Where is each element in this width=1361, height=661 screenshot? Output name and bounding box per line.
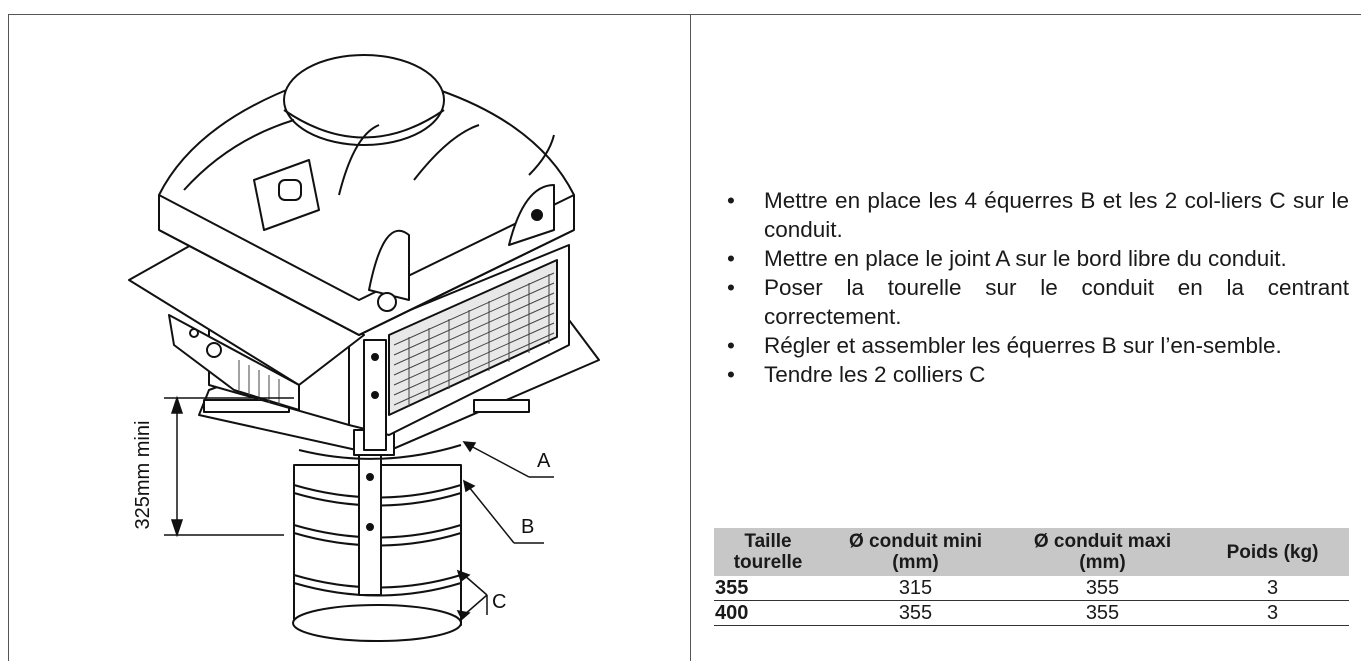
header-max-duct: Ø conduit maxi (mm)	[1009, 528, 1196, 576]
fan-installation-figure: 325mm mini A B C	[9, 15, 690, 661]
size-spec-table: Taille tourelle Ø conduit mini (mm) Ø co…	[714, 528, 1349, 626]
cell-weight: 3	[1196, 600, 1349, 626]
step-text: Poser la tourelle sur le conduit en la c…	[764, 275, 1349, 329]
bullet: •	[727, 275, 735, 300]
step-1: • Mettre en place les 4 équerres B et les…	[727, 186, 1349, 244]
header-weight: Poids (kg)	[1196, 528, 1349, 576]
callout-lines	[456, 441, 554, 621]
installation-steps: • Mettre en place les 4 équerres B et les…	[727, 186, 1349, 389]
motor-box	[128, 234, 365, 411]
cell-size: 400	[714, 600, 822, 626]
bullet: •	[727, 188, 735, 213]
step-2: • Mettre en place le joint A sur le bord …	[727, 244, 1349, 273]
document-frame	[8, 14, 1361, 661]
step-text: Mettre en place le joint A sur le bord l…	[764, 246, 1287, 271]
callout-b: B	[521, 516, 534, 538]
header-min-duct: Ø conduit mini (mm)	[822, 528, 1009, 576]
cell-max-duct: 355	[1009, 600, 1196, 626]
bullet: •	[727, 246, 735, 271]
cell-size: 355	[714, 576, 822, 601]
bullet: •	[727, 362, 735, 387]
header-size: Taille tourelle	[714, 528, 822, 576]
cell-min-duct: 315	[822, 576, 1009, 601]
duct	[292, 454, 462, 642]
step-text: Régler et assembler les équerres B sur l…	[764, 333, 1282, 358]
dome-hood	[158, 54, 575, 336]
roof-fan-drawing: 325mm mini A B C	[128, 54, 600, 642]
step-5: • Tendre les 2 colliers C	[727, 360, 1349, 389]
step-3: • Poser la tourelle sur le conduit en la …	[727, 273, 1349, 331]
cell-max-duct: 355	[1009, 576, 1196, 601]
table-row: 400 355 355 3	[714, 600, 1349, 626]
table-header-row: Taille tourelle Ø conduit mini (mm) Ø co…	[714, 528, 1349, 576]
height-dimension	[164, 395, 294, 538]
step-text: Mettre en place les 4 équerres B et les …	[764, 188, 1349, 242]
step-4: • Régler et assembler les équerres B sur …	[727, 331, 1349, 360]
callout-a: A	[537, 450, 551, 472]
callout-c: C	[492, 591, 506, 613]
step-text: Tendre les 2 colliers C	[764, 362, 986, 387]
table-row: 355 315 355 3	[714, 576, 1349, 601]
cell-min-duct: 355	[822, 600, 1009, 626]
bullet: •	[727, 333, 735, 358]
dimension-label: 325mm mini	[132, 421, 154, 530]
cell-weight: 3	[1196, 576, 1349, 601]
column-divider	[690, 14, 691, 661]
